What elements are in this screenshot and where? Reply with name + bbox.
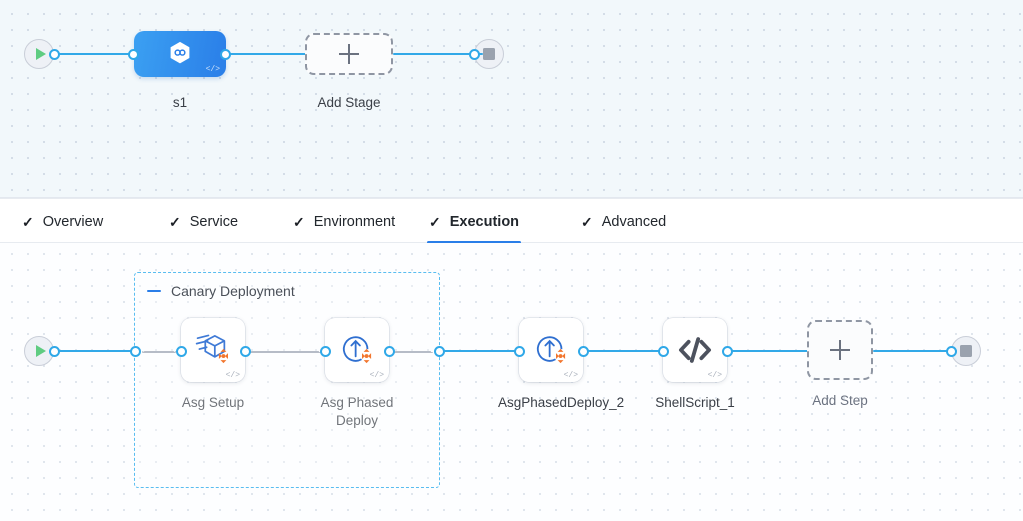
tab-label: Service	[189, 213, 239, 230]
check-icon: ✓	[22, 213, 34, 230]
tab-underline	[427, 241, 522, 244]
exec-end-port[interactable]	[946, 345, 957, 357]
step-node-asg-phased-deploy-2[interactable]: </>	[519, 318, 583, 382]
step-node-shellscript-1[interactable]: </>	[663, 318, 727, 382]
play-icon	[35, 48, 46, 60]
tab-overview[interactable]: ✓ Overview	[20, 199, 105, 244]
step-node-asg-setup[interactable]: </>	[181, 318, 245, 382]
stage-node-s1[interactable]: </>	[134, 31, 226, 77]
stage-start-port[interactable]	[49, 48, 60, 60]
step-node-asg-phased-deploy[interactable]: </>	[325, 318, 389, 382]
step-code-badge: </>	[369, 371, 384, 380]
pipeline-stage-canvas[interactable]: </> s1 Add Stage	[0, 0, 1023, 198]
tab-label: Environment	[313, 213, 396, 230]
exec-link-asgphased-groupout	[393, 350, 433, 353]
exec-asgsetup-out-port[interactable]	[240, 345, 251, 357]
step-label-asg-phased-deploy: Asg Phased Deploy	[320, 395, 394, 428]
exec-asgphased-out-port[interactable]	[384, 345, 395, 357]
stop-icon	[483, 48, 495, 60]
step-label-asg-setup: Asg Setup	[181, 395, 245, 410]
exec-asgsetup-in-port[interactable]	[176, 345, 187, 357]
stage-code-badge: </>	[205, 65, 220, 74]
stage-end-port[interactable]	[469, 48, 480, 60]
exec-asgphased-in-port[interactable]	[320, 345, 331, 357]
exec-group-out-port[interactable]	[434, 345, 445, 357]
exec-link-groupout-asgphased2	[442, 349, 520, 353]
stage-end-node[interactable]	[474, 39, 504, 69]
exec-shellscript-in-port[interactable]	[658, 345, 669, 357]
circle-arrow-icon	[531, 330, 571, 370]
stage-link-start-s1	[57, 52, 137, 56]
execution-steps-canvas[interactable]: Canary Deployment	[0, 243, 1023, 521]
step-code-badge: </>	[707, 371, 722, 380]
cube-motion-icon	[193, 330, 233, 370]
step-group-canary-deployment[interactable]	[134, 272, 440, 488]
exec-link-start-group	[57, 349, 135, 353]
step-group-header[interactable]: Canary Deployment	[147, 283, 295, 299]
check-icon: ✓	[169, 213, 181, 230]
add-step-button[interactable]	[807, 320, 873, 380]
tab-label: Execution	[449, 213, 520, 230]
step-group-title: Canary Deployment	[171, 283, 295, 299]
tab-service[interactable]: ✓ Service	[167, 199, 240, 244]
add-step-label: Add Step	[812, 393, 868, 408]
exec-asgphased2-in-port[interactable]	[514, 345, 525, 357]
circle-arrow-icon	[337, 330, 377, 370]
exec-group-in-port[interactable]	[130, 345, 141, 357]
stop-icon	[960, 345, 972, 357]
stage-link-addstage-end	[393, 52, 483, 56]
stage-s1-out-port[interactable]	[220, 48, 231, 60]
exec-asgphased2-out-port[interactable]	[578, 345, 589, 357]
exec-link-asgsetup-asgphased	[249, 350, 321, 353]
exec-link-addstep-end	[873, 349, 957, 353]
tab-advanced[interactable]: ✓ Advanced	[579, 199, 668, 244]
stage-link-s1-addstage	[228, 52, 308, 56]
tab-label: Overview	[42, 213, 104, 230]
play-icon	[35, 345, 46, 357]
plus-icon	[339, 44, 359, 64]
check-icon: ✓	[293, 213, 305, 230]
step-code-badge: </>	[225, 371, 240, 380]
hexagon-link-icon	[166, 40, 194, 68]
exec-shellscript-out-port[interactable]	[722, 345, 733, 357]
step-label-asg-phased-deploy-2: AsgPhasedDeploy_2	[498, 395, 625, 410]
stage-node-label-s1: s1	[172, 95, 188, 110]
step-label-shellscript-1: ShellScript_1	[655, 395, 735, 410]
check-icon: ✓	[581, 213, 593, 230]
code-brackets-icon	[675, 330, 715, 370]
tab-label: Advanced	[601, 213, 667, 230]
minus-icon[interactable]	[147, 289, 161, 293]
exec-start-port[interactable]	[49, 345, 60, 357]
step-code-badge: </>	[563, 371, 578, 380]
stage-config-tabbar: ✓ Overview ✓ Service ✓ Environment ✓ Exe…	[0, 198, 1023, 244]
stage-s1-in-port[interactable]	[128, 48, 139, 60]
exec-link-asgphased2-shellscript	[586, 349, 664, 353]
tab-execution[interactable]: ✓ Execution	[427, 199, 522, 244]
exec-link-shellscript-addstep	[730, 349, 808, 353]
plus-icon	[830, 340, 850, 360]
check-icon: ✓	[429, 213, 441, 230]
exec-link-groupin-asgsetup	[142, 350, 176, 353]
add-stage-label: Add Stage	[317, 95, 381, 110]
tab-environment[interactable]: ✓ Environment	[291, 199, 397, 244]
add-stage-button[interactable]	[305, 33, 393, 75]
